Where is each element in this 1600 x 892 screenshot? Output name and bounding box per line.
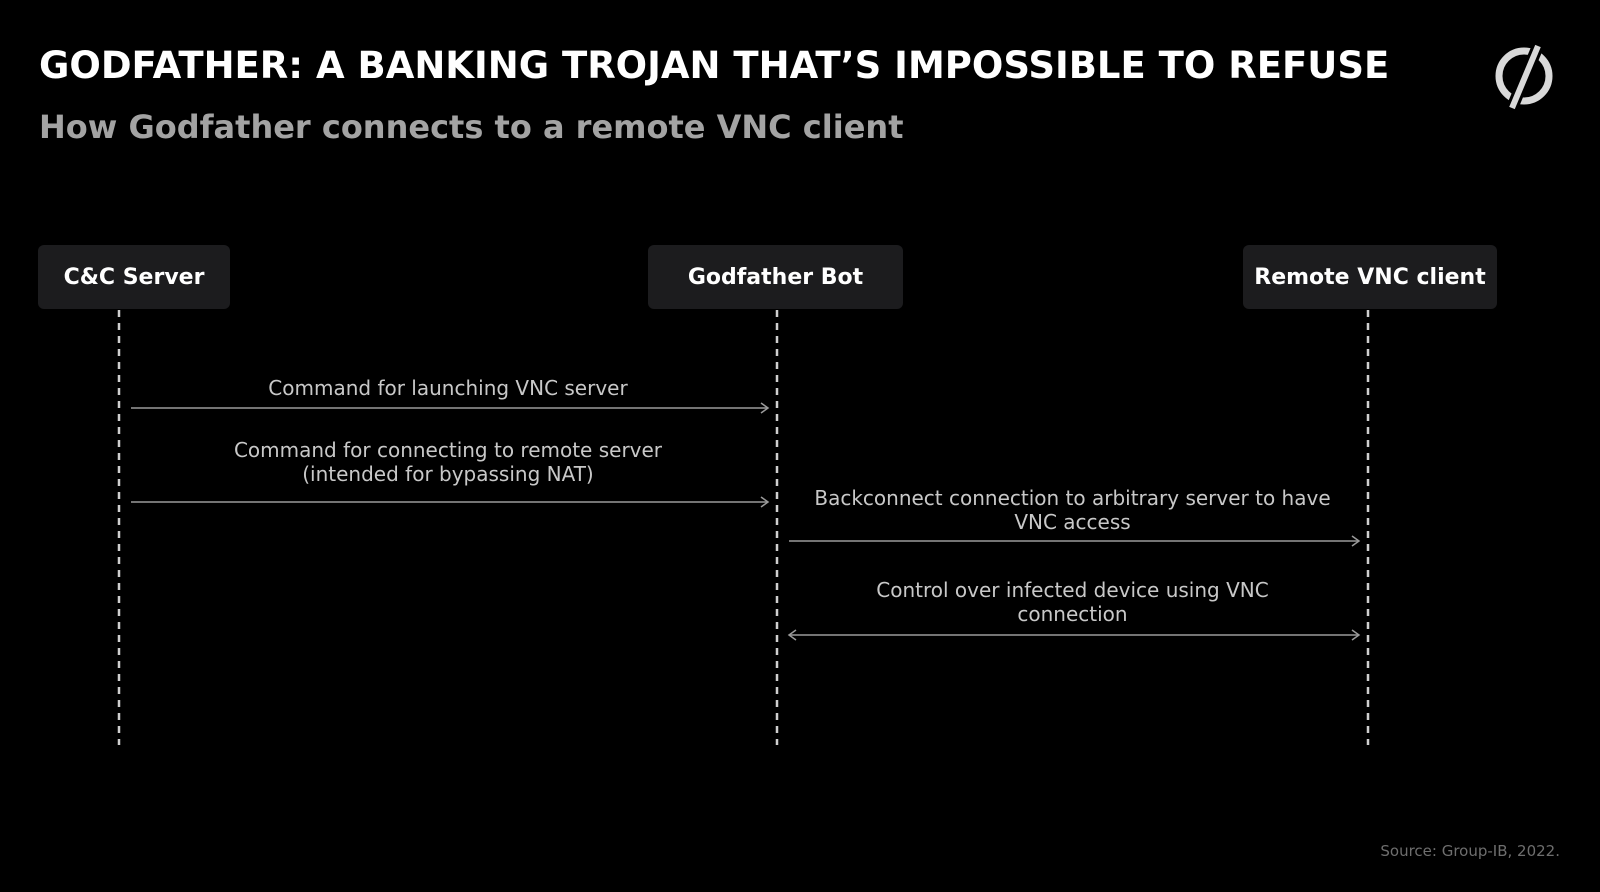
message-label-line: Control over infected device using VNC bbox=[876, 578, 1269, 602]
arrowhead-end bbox=[760, 496, 770, 508]
message-label-2: Command for connecting to remote server(… bbox=[128, 438, 768, 486]
message-label-line: Command for launching VNC server bbox=[268, 376, 628, 400]
message-label-line: VNC access bbox=[1014, 510, 1131, 534]
source-note: Source: Group-IB, 2022. bbox=[1380, 842, 1560, 860]
message-arrow-4 bbox=[787, 629, 1361, 641]
actor-cc-server: C&C Server bbox=[38, 245, 230, 309]
arrowhead-start bbox=[787, 629, 797, 641]
actor-remote-vnc-client: Remote VNC client bbox=[1243, 245, 1497, 309]
page-subtitle: How Godfather connects to a remote VNC c… bbox=[39, 108, 904, 146]
message-arrow-1 bbox=[131, 402, 770, 414]
actor-godfather-bot: Godfather Bot bbox=[648, 245, 903, 309]
message-label-1: Command for launching VNC server bbox=[128, 376, 768, 400]
message-label-line: Backconnect connection to arbitrary serv… bbox=[814, 486, 1331, 510]
message-label-line: Command for connecting to remote server bbox=[233, 438, 663, 462]
arrowhead-end bbox=[1351, 629, 1361, 641]
message-label-3: Backconnect connection to arbitrary serv… bbox=[753, 486, 1393, 534]
message-arrow-2 bbox=[131, 496, 770, 508]
arrowhead-end bbox=[760, 402, 770, 414]
message-label-line: (intended for bypassing NAT) bbox=[302, 462, 594, 486]
page-title: GODFATHER: A BANKING TROJAN THAT’S IMPOS… bbox=[39, 44, 1390, 87]
arrowhead-end bbox=[1351, 535, 1361, 547]
group-ib-logo-icon bbox=[1494, 40, 1558, 112]
message-label-line: connection bbox=[1017, 602, 1128, 626]
message-arrow-3 bbox=[789, 535, 1361, 547]
